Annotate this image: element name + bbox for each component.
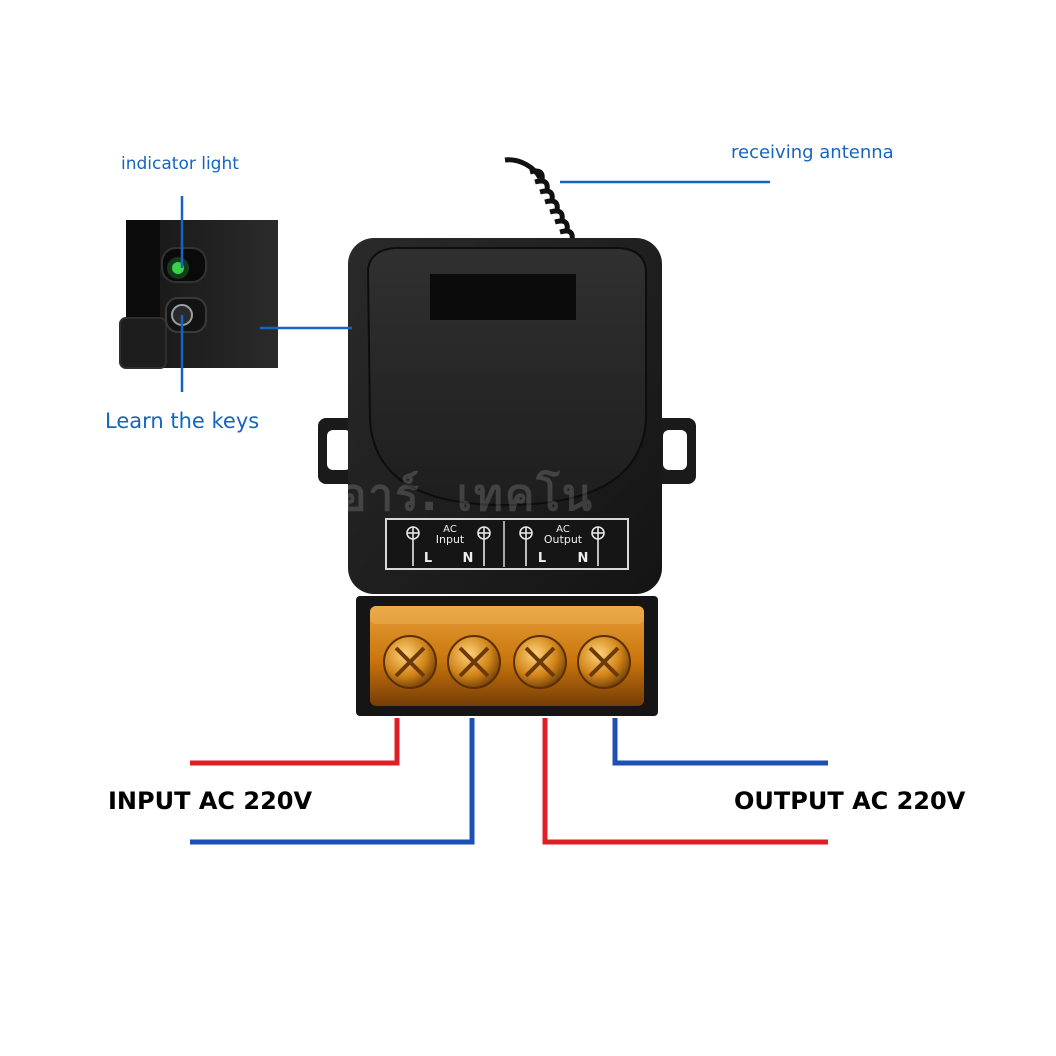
input-neutral-wire: [190, 718, 475, 845]
input-ac-label: INPUT AC 220V: [108, 787, 313, 815]
indicator-inset: [119, 220, 278, 369]
watermark: อาร์. เทคโน: [340, 470, 594, 521]
antenna-coil-icon: [504, 157, 580, 249]
indicator-light-label: indicator light: [121, 154, 239, 174]
pin-label: N: [463, 551, 474, 566]
screw-terminal-icon: [383, 635, 631, 689]
input-live-wire: [190, 718, 400, 766]
indicator-window: [430, 274, 576, 320]
ac-input-label-top: AC: [443, 524, 457, 535]
terminal-block: [356, 596, 658, 716]
receiving-antenna-label: receiving antenna: [731, 142, 894, 163]
output-live-wire: [542, 718, 828, 845]
callout-lines: [180, 180, 770, 392]
terminal-label-panel: [385, 518, 629, 570]
wiring: [190, 718, 828, 845]
ac-output-label-bottom: Output: [544, 533, 583, 546]
pin-label: L: [424, 551, 432, 566]
output-ac-label: OUTPUT AC 220V: [734, 787, 966, 815]
ground-symbol-icon: [406, 526, 605, 566]
ac-input-label-bottom: Input: [436, 533, 465, 546]
ac-output-label-top: AC: [556, 524, 570, 535]
learn-keys-label: Learn the keys: [105, 409, 260, 433]
pin-label: L: [538, 551, 546, 566]
pin-label: N: [578, 551, 589, 566]
output-neutral-wire: [612, 718, 828, 766]
indicator-led-icon: [161, 247, 207, 283]
